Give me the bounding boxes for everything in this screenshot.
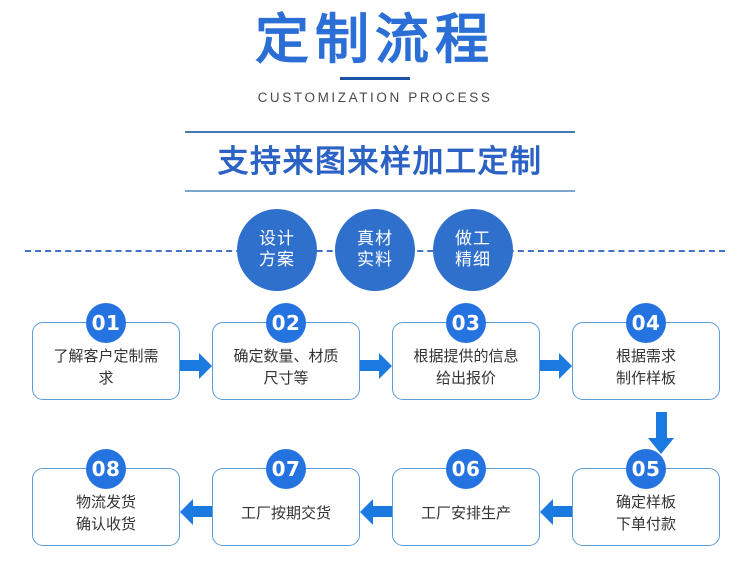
- feature-circle-craft-line2: 精细: [455, 250, 491, 270]
- slogan-text: 支持来图来样加工定制: [217, 144, 543, 180]
- banner-rule-bottom: [185, 190, 575, 192]
- step-label-04-line1: 根据需求: [615, 347, 676, 365]
- feature-circle-design: 设计 方案: [237, 209, 317, 291]
- banner-rule-top: [185, 131, 575, 133]
- step-number-badge-04: 04: [626, 303, 666, 343]
- header: 定制流程 CUSTOMIZATION PROCESS: [0, 0, 750, 106]
- step-label-07-line1: 工厂按期交货: [240, 504, 331, 522]
- feature-circle-craft: 做工 精细: [433, 209, 513, 291]
- step-number-badge-02: 02: [266, 303, 306, 343]
- step-number-badge-06: 06: [446, 449, 486, 489]
- feature-circle-material-line2: 实料: [357, 250, 393, 270]
- arrow-right-icon-01-to-02: [180, 352, 212, 379]
- step-number-badge-08: 08: [86, 449, 126, 489]
- step-number-badge-01: 01: [86, 303, 126, 343]
- flow-step-06: 06 工厂安排生产: [392, 449, 540, 546]
- flow-step-03: 03 根据提供的信息 给出报价: [392, 303, 540, 400]
- step-label-02-line2: 尺寸等: [263, 369, 309, 387]
- flow-step-04: 04 根据需求 制作样板: [572, 303, 720, 400]
- page-subtitle-english: CUSTOMIZATION PROCESS: [257, 90, 493, 105]
- page-title: 定制流程: [255, 8, 495, 71]
- step-label-03: 根据提供的信息 给出报价: [404, 333, 527, 389]
- step-label-05-line1: 确定样板: [615, 493, 676, 511]
- step-label-03-line1: 根据提供的信息: [413, 347, 519, 365]
- step-label-02-line1: 确定数量、材质: [233, 347, 339, 365]
- feature-circle-material: 真材 实料: [335, 209, 415, 291]
- arrow-left-icon-06-to-07: [360, 498, 392, 525]
- step-number-badge-07: 07: [266, 449, 306, 489]
- step-number-badge-05: 05: [626, 449, 666, 489]
- flow-row-bottom: 08 物流发货 确认收货 07 工厂按期交货 06 工厂安排生产: [32, 449, 720, 546]
- step-label-05: 确定样板 下单付款: [607, 479, 685, 535]
- flow-step-08: 08 物流发货 确认收货: [32, 449, 180, 546]
- slogan-banner: 支持来图来样加工定制: [185, 131, 575, 192]
- feature-circle-craft-line1: 做工: [455, 229, 491, 249]
- step-label-08-line1: 物流发货: [75, 493, 136, 511]
- step-label-08-line2: 确认收货: [75, 515, 136, 533]
- arrow-left-icon-07-to-08: [180, 498, 212, 525]
- step-label-04-line2: 制作样板: [615, 369, 676, 387]
- flow-step-02: 02 确定数量、材质 尺寸等: [212, 303, 360, 400]
- feature-circle-row: 设计 方案 真材 实料 做工 精细: [0, 209, 750, 291]
- step-label-06-line1: 工厂安排生产: [420, 504, 511, 522]
- step-label-01-line2: 求: [98, 369, 114, 387]
- step-label-01: 了解客户定制需 求: [44, 333, 167, 389]
- step-label-03-line2: 给出报价: [435, 369, 496, 387]
- arrow-right-icon-03-to-04: [540, 352, 572, 379]
- flow-step-05: 05 确定样板 下单付款: [572, 449, 720, 546]
- step-label-04: 根据需求 制作样板: [607, 333, 685, 389]
- feature-circle-design-line1: 设计: [259, 229, 295, 249]
- step-label-01-line1: 了解客户定制需: [53, 347, 159, 365]
- feature-circle-material-line1: 真材: [357, 229, 393, 249]
- step-label-08: 物流发货 确认收货: [67, 479, 145, 535]
- step-label-07: 工厂按期交货: [232, 490, 340, 524]
- step-label-02: 确定数量、材质 尺寸等: [224, 333, 347, 389]
- step-number-badge-03: 03: [446, 303, 486, 343]
- step-label-05-line2: 下单付款: [615, 515, 676, 533]
- flow-step-07: 07 工厂按期交货: [212, 449, 360, 546]
- flow-row-top: 01 了解客户定制需 求 02 确定数量、材质 尺寸等 03 根据提供的信息 给…: [32, 303, 720, 400]
- step-label-06: 工厂安排生产: [412, 490, 520, 524]
- feature-circle-design-line2: 方案: [259, 250, 295, 270]
- title-underline-rule: [340, 77, 410, 80]
- arrow-left-icon-05-to-06: [540, 498, 572, 525]
- arrow-right-icon-02-to-03: [360, 352, 392, 379]
- flow-step-01: 01 了解客户定制需 求: [32, 303, 180, 400]
